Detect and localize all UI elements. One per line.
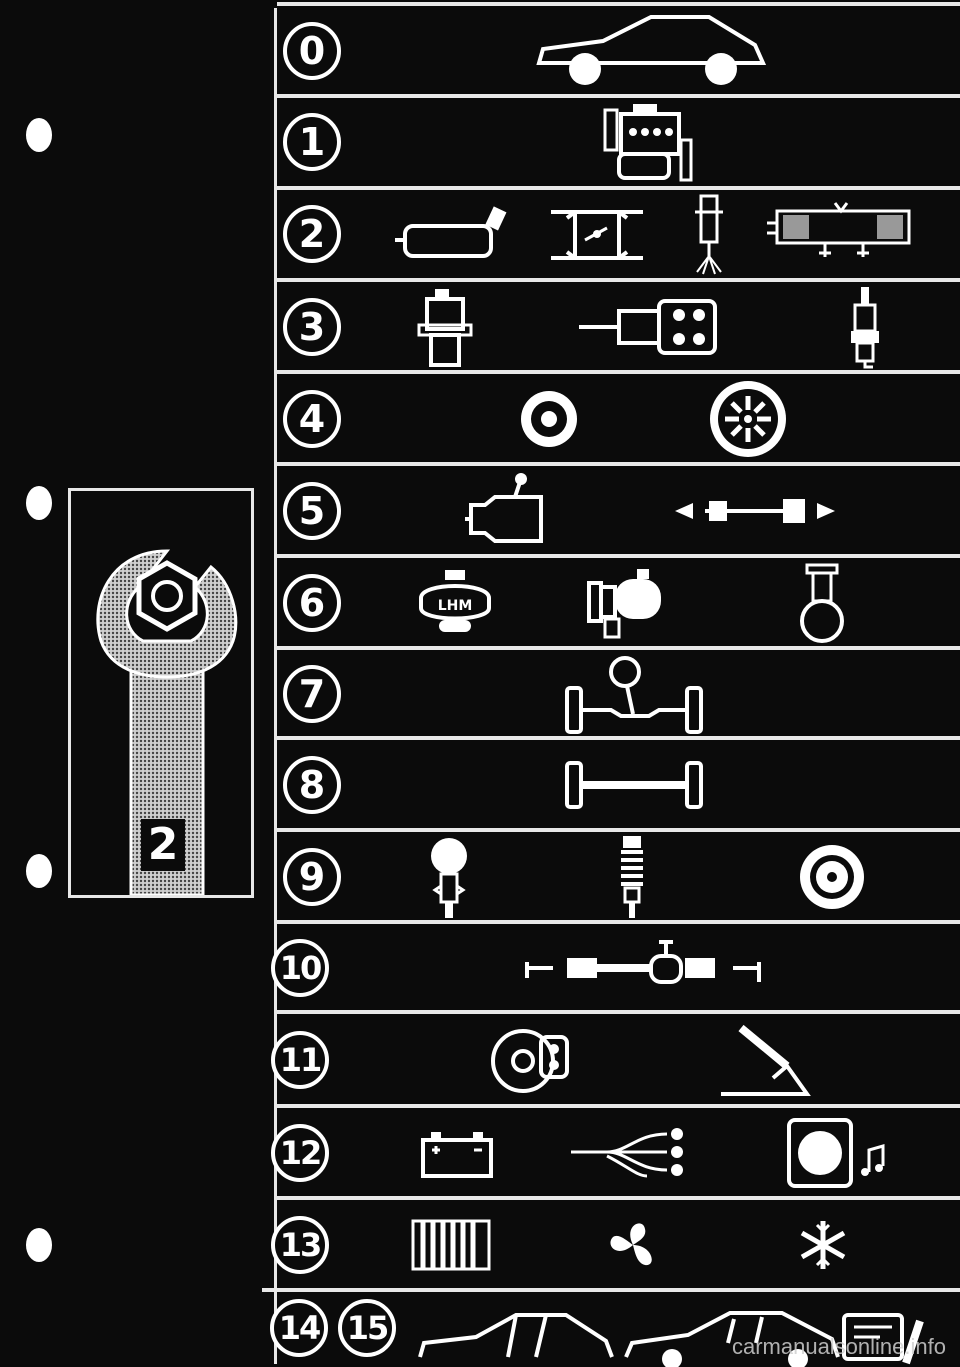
punch-hole (26, 854, 52, 888)
row-0[interactable]: 0 (277, 2, 960, 96)
row-8[interactable]: 8 (277, 736, 960, 830)
row-number: 9 (283, 848, 341, 906)
row-number: 0 (283, 22, 341, 80)
row-number: 2 (283, 205, 341, 263)
row-number: 13 (271, 1216, 329, 1274)
row-number: 12 (271, 1124, 329, 1182)
row-12[interactable]: 12 (271, 1104, 960, 1198)
fuel-tank-icon (395, 206, 507, 258)
row-number: 14 (270, 1299, 328, 1357)
radiator-icon (411, 1219, 491, 1271)
body-shell-icon (418, 1312, 614, 1358)
row-number: 1 (283, 113, 341, 171)
row-6[interactable]: 6 LHM (277, 554, 960, 648)
row-5[interactable]: 5 (277, 462, 960, 556)
row-number: 10 (271, 939, 329, 997)
row-number-secondary: 15 (338, 1299, 396, 1357)
road-wheel-icon (800, 845, 864, 909)
shock-absorber-icon (621, 836, 643, 918)
high-pressure-pump-icon (587, 569, 661, 639)
section-tab[interactable]: 2 (68, 488, 254, 898)
snowflake-icon (800, 1221, 846, 1269)
row-number: 11 (271, 1031, 329, 1089)
cooling-fan-icon (610, 1223, 652, 1266)
punch-hole (26, 486, 52, 520)
row-13[interactable]: 13 (271, 1196, 960, 1290)
brake-disc-icon (491, 1029, 569, 1093)
row-number: 3 (283, 298, 341, 356)
row-number: 7 (283, 665, 341, 723)
row-number: 4 (283, 390, 341, 448)
row-9[interactable]: 9 (277, 828, 960, 922)
vertical-divider (274, 8, 277, 1364)
row-3[interactable]: 3 (277, 278, 960, 372)
distributor-icon (579, 299, 717, 355)
row-2[interactable]: 2 (277, 186, 960, 278)
row-1[interactable]: 1 (277, 94, 960, 186)
pressure-plate-icon (710, 381, 786, 457)
row-number: 5 (283, 482, 341, 540)
spark-plug-icon (851, 287, 879, 369)
body-panels-icon (624, 1310, 840, 1367)
row-number: 8 (283, 756, 341, 814)
engine-icon (603, 104, 693, 182)
carburettor-icon (551, 210, 643, 260)
loudspeaker-icon (787, 1118, 885, 1188)
clutch-disc-icon (521, 391, 577, 447)
wiring-harness-icon (571, 1128, 683, 1178)
car-body-icon (536, 15, 767, 85)
drive-shaft-icon (675, 499, 835, 523)
row-14-15[interactable]: 14 15 (262, 1288, 960, 1367)
punch-hole (26, 118, 52, 152)
row-11[interactable]: 11 (271, 1010, 960, 1106)
injector-icon (695, 194, 723, 275)
front-axle-icon (565, 656, 703, 734)
door-trim-icon (842, 1312, 924, 1364)
row-4[interactable]: 4 (277, 370, 960, 464)
row-10[interactable]: 10 (271, 920, 960, 1012)
punch-hole (26, 1228, 52, 1262)
handbrake-icon (721, 1024, 811, 1096)
steering-rack-icon (525, 940, 761, 984)
section-number: 2 (141, 819, 185, 871)
row-7[interactable]: 7 (277, 646, 960, 738)
accumulator-sphere-icon (800, 563, 844, 643)
gearbox-icon (465, 473, 543, 543)
suspension-cylinder-icon (431, 838, 467, 918)
row-number: 6 (283, 574, 341, 632)
reservoir-label: LHM (438, 598, 473, 614)
hydraulic-reservoir-icon: LHM (419, 570, 491, 632)
battery-icon (421, 1132, 493, 1178)
air-filter-icon (767, 202, 911, 257)
rear-axle-icon (565, 761, 703, 809)
watermark: carmanualsonline.info (731, 1334, 946, 1359)
ignition-coil-icon (417, 289, 473, 367)
